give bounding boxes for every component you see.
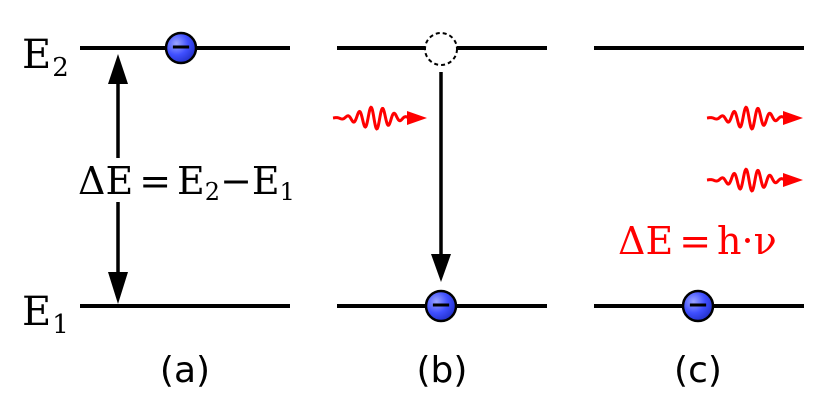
level-label-e2: E2 (22, 32, 69, 83)
panel-label-c: (c) (674, 350, 722, 391)
photon-energy-equation: ΔE=h·ν (618, 219, 777, 263)
level-label-e1: E1 (22, 289, 69, 340)
energy-gap-equation: ΔE=E2−E1 (78, 159, 295, 206)
electron-icon: − (681, 289, 715, 323)
photon-wave-icon (332, 105, 427, 131)
transition-arrow (431, 72, 451, 282)
svg-text:−: − (687, 290, 709, 320)
svg-text:−: − (430, 290, 452, 320)
photon-wave-icon (706, 105, 803, 131)
panel-label-a: (a) (160, 350, 210, 391)
vacancy-circle-icon (424, 32, 458, 66)
electron-icon: − (164, 31, 198, 65)
energy-gap-arrow (108, 54, 128, 304)
svg-text:−: − (170, 32, 192, 62)
photon-wave-icon (706, 167, 803, 193)
electron-icon: − (424, 289, 458, 323)
panel-label-b: (b) (417, 350, 468, 391)
